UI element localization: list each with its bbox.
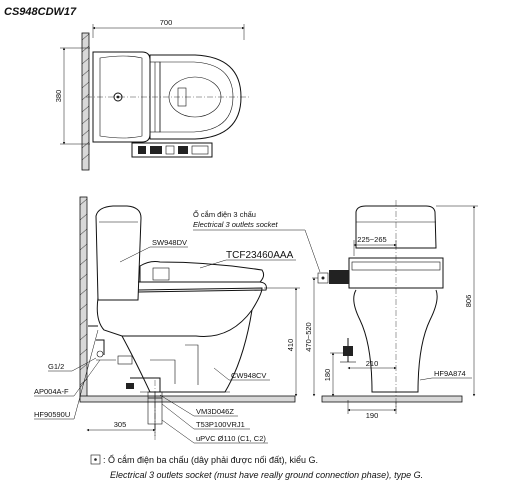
footnote: : Ổ cắm điện ba chấu (dây phải được nối …: [90, 454, 423, 480]
side-view: 410 305 Ổ cắm điện 3 chấu Electrical 3 o…: [34, 196, 321, 444]
top-view: 700 380: [54, 18, 250, 171]
bowl-part-label: CW948CV: [231, 371, 266, 380]
dim-180: 180: [323, 369, 332, 382]
valve-part-label: AP004A-F: [34, 387, 69, 396]
dim-190: 190: [366, 411, 379, 420]
footnote-vi: : Ổ cắm điện ba chấu (dây phải được nối …: [103, 454, 318, 465]
dim-470-520: 470~520: [304, 322, 313, 351]
socket-label-vi: Ổ cắm điện 3 chấu: [193, 210, 256, 219]
dim-806: 806: [464, 295, 473, 308]
top-width-dim: 700: [160, 18, 173, 27]
pipe-part-label: uPVC Ø110 (C1, C2): [196, 434, 266, 443]
dim-210: 210: [366, 359, 379, 368]
socket-symbol-icon: [90, 454, 101, 465]
dim-225-265: 225~265: [357, 235, 386, 244]
seat-part-label: TCF23460AAA: [226, 250, 294, 261]
side-dim-305: 305: [114, 420, 127, 429]
front-hose-part-label: HF9A874: [434, 369, 466, 378]
model-code: CS948CDW17: [4, 6, 77, 18]
flange-part-label: VM3D046Z: [196, 407, 234, 416]
front-view: 225~265 806 470~520 180 210 190 HF9A874: [304, 200, 478, 420]
socket-label-en: Electrical 3 outlets socket: [193, 220, 279, 229]
g-label: G1/2: [48, 362, 64, 371]
gasket-part-label: T53P100VRJ1: [196, 420, 245, 429]
footnote-en: Electrical 3 outlets socket (must have r…: [110, 470, 423, 480]
hose-part-label: HF90590U: [34, 410, 70, 419]
top-depth-dim: 380: [54, 90, 63, 103]
side-dim-410: 410: [286, 339, 295, 352]
tank-part-label: SW948DV: [152, 238, 187, 247]
